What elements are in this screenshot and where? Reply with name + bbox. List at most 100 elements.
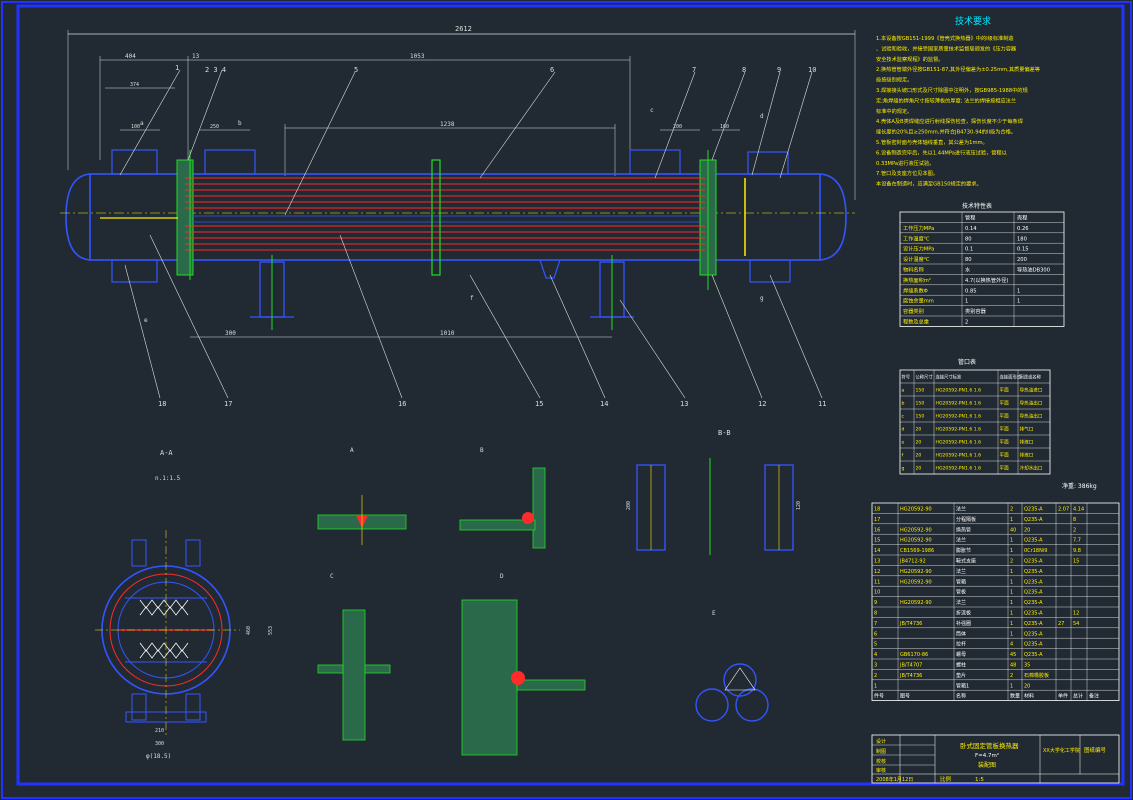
tech-req-line: 7.管口及支座方位见本图。 — [876, 169, 938, 177]
nozzle-cell: 排液口 — [1020, 439, 1034, 446]
bom-cell: CB1569-1986 — [900, 548, 934, 554]
bom-cell: 膨胀节 — [956, 547, 971, 554]
bom-cell: 数量 — [1010, 693, 1020, 700]
nozzle-letter-g: g — [760, 295, 764, 302]
tech-char-cell: 80 — [965, 257, 972, 263]
nozzle-cell: g — [902, 467, 905, 472]
bom-cell: 18 — [874, 507, 880, 513]
nozzle-letter-c: c — [650, 107, 654, 114]
tech-char-cell: 容器类别 — [903, 307, 924, 315]
bom-cell: 8 — [1073, 517, 1076, 523]
tech-char-cell: 2 — [965, 320, 968, 326]
bom-cell: HG20592-90 — [900, 538, 932, 544]
tech-char-cell: 壳程 — [1017, 214, 1027, 222]
bom-cell: JB/T4736 — [899, 673, 922, 679]
nozzle-cell: 150 — [916, 388, 925, 394]
section-aa: A-A n.1:1.5 210 300 φ(18.5) 460 553 — [95, 449, 274, 760]
bom-cell: 20 — [1024, 683, 1030, 689]
dim-top-2: 13 — [192, 53, 200, 60]
role-approve: 审核 — [876, 767, 886, 774]
bom-cell: 总计 — [1073, 693, 1083, 700]
weld-detail-c: C — [317, 573, 391, 741]
expansion-joint — [431, 159, 441, 276]
bom-cell: 图号 — [900, 694, 910, 700]
tech-char-cell: 导热油DB300 — [1017, 266, 1050, 274]
nozzle-letter-e: e — [144, 317, 148, 324]
bom-cell: 0Cr18Ni9 — [1024, 548, 1047, 554]
nozzle-cell: 平面 — [1000, 414, 1010, 420]
bom-cell: 筒体 — [956, 630, 966, 637]
bom-cell: 8 — [874, 611, 877, 617]
bom-cell: Q235-A — [1024, 652, 1043, 658]
support-center-lines — [189, 150, 709, 330]
tech-requirements-title: 技术要求 — [955, 15, 991, 27]
bom-cell: 螺柱 — [956, 662, 966, 669]
nozzle-cell: 符号 — [902, 374, 911, 381]
bom-cell: 1 — [1010, 683, 1013, 689]
bom-cell: HG20592-90 — [900, 507, 932, 513]
tech-req-line: 安全技术监察规程》的监督。 — [876, 55, 943, 63]
shell-body — [89, 173, 821, 261]
tech-char-cell: 180 — [1017, 236, 1027, 242]
tech-char-cell: 工作压力MPa — [903, 224, 934, 232]
nozzle-cell: HG20592-PN1.6 1.6 — [936, 401, 982, 407]
tech-req-line: 定;角焊缝的焊角尺寸按较薄板的厚度; 法兰的焊接按相应法兰 — [876, 96, 1016, 104]
aa-dim-553: 553 — [268, 626, 274, 635]
balloon-12: 12 — [758, 400, 766, 408]
nozzle-cell: HG20592-PN1.6 1.6 — [936, 414, 982, 420]
nozzle-cell: HG20592-PN1.6 1.6 — [936, 440, 982, 446]
nozzle-cell: HG20592-PN1.6 1.6 — [936, 427, 982, 433]
top-nozzles — [111, 149, 789, 175]
bom-cell: HG20592-90 — [900, 579, 932, 585]
weld-detail-b: B — [459, 447, 546, 549]
nozzle-cell: 公称尺寸 — [916, 374, 934, 381]
tech-char-cell: 200 — [1017, 257, 1027, 263]
bom-cell: 7 — [874, 621, 877, 627]
bom-cell: JB/T4707 — [899, 663, 922, 669]
tech-req-line: 缝长度的20%且≥250mm,并符合JB4730-94的II级为合格。 — [876, 128, 1016, 136]
nozzle-cell: 20 — [916, 440, 922, 446]
bom-cell: 备注 — [1089, 693, 1099, 700]
tech-req-line: 本设备在制造时，应满足GB150规定的要求。 — [876, 180, 982, 188]
nozzle-cell: 连接面形式 — [1000, 374, 1022, 381]
bottom-nozzles — [111, 259, 791, 283]
bom-cell: 1 — [1010, 538, 1013, 544]
nozzle-cell: 20 — [916, 466, 922, 472]
bom-cell: 9 — [874, 600, 877, 606]
bom-cell: 9.8 — [1073, 548, 1081, 554]
tie-rods — [190, 215, 700, 223]
bom-cell: Q235-A — [1024, 642, 1043, 648]
tech-req-line: 5.管板密封面与壳体轴线垂直，其公差为1mm。 — [876, 138, 988, 146]
bom-cell: 补强圈 — [956, 620, 971, 627]
weld-detail-d: D — [461, 573, 586, 756]
bom-cell: 拉杆 — [956, 641, 966, 648]
tech-req-line: 0.33MPa进行液压试验。 — [876, 159, 934, 167]
dim-bottom-1: 300 — [225, 330, 236, 337]
bom-cell: 1 — [874, 683, 877, 689]
dim-top-3: 1053 — [410, 53, 425, 60]
title-block: 设计 制图 校核 审核 卧式固定管板换热器 F=4.7m² 装配图 XX大学化工… — [871, 734, 1120, 784]
bom-cell: 法兰 — [956, 568, 966, 575]
role-design: 设计 — [876, 738, 886, 745]
balloon-10: 10 — [808, 66, 816, 74]
bom-cell: 石棉橡胶板 — [1024, 672, 1049, 679]
nozzle-letter-f: f — [470, 295, 474, 302]
bom-cell: Q235-A — [1024, 517, 1043, 523]
balloons-top: 1 2 3 4 5 6 7 8 9 10 — [175, 64, 816, 74]
nozzle-cell: a — [902, 389, 905, 394]
balloons-bottom: 18 17 16 15 14 13 12 11 — [158, 400, 826, 408]
leaders-bottom — [124, 234, 823, 399]
nozzle-cell: f — [902, 453, 904, 459]
bom-cell: 4.14 — [1073, 507, 1084, 513]
section-bb: B-B 200 120 — [626, 429, 802, 555]
bom-cell: 1 — [1010, 600, 1013, 606]
nozzle-letter-b: b — [238, 120, 242, 127]
overall-dimension: 2612 — [455, 25, 472, 33]
leaders-top — [119, 69, 813, 216]
balloon-17: 17 — [224, 400, 232, 408]
inner-frame — [16, 4, 1125, 786]
bom-cell: 2 — [1073, 527, 1076, 533]
bom-cell: 名称 — [956, 693, 966, 700]
dim-center: 1238 — [440, 121, 455, 128]
